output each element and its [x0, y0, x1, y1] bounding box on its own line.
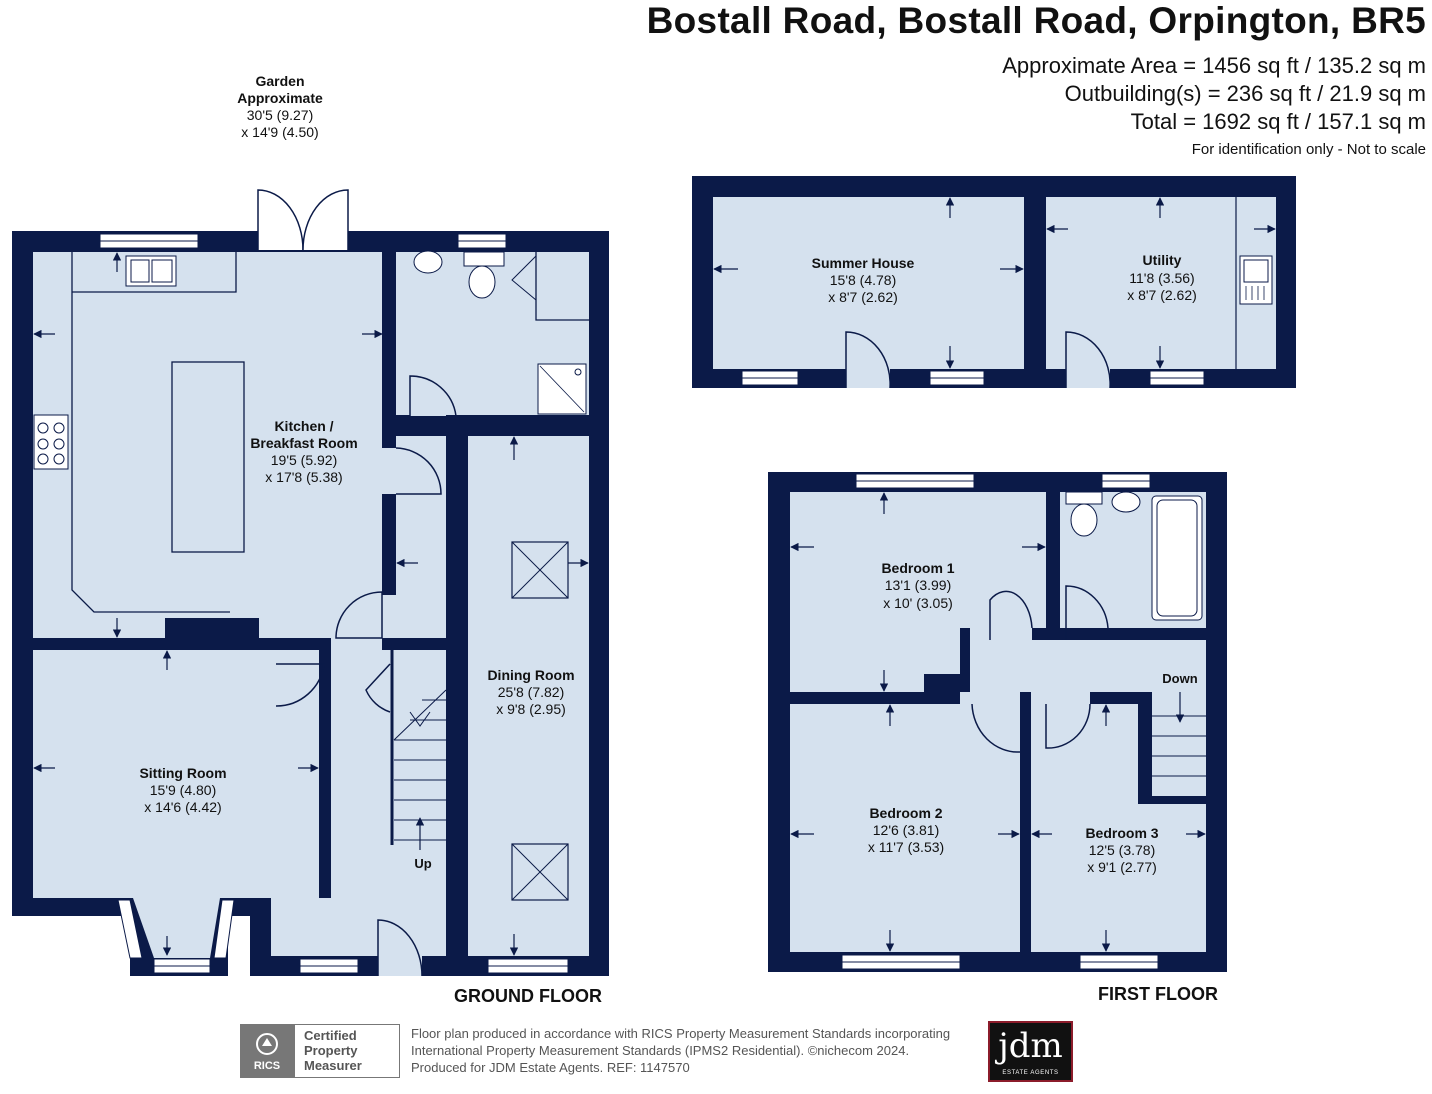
ground-floor-label: GROUND FLOOR [454, 986, 602, 1006]
kitchen-dim-1: 19'5 (5.92) [271, 452, 338, 468]
bedroom-1-label: Bedroom 1 [881, 560, 954, 576]
bedroom-2-dim-2: x 11'7 (3.53) [868, 839, 944, 855]
summer-house-dim-1: 15'8 (4.78) [830, 272, 897, 288]
approximate-area: Approximate Area = 1456 sq ft / 135.2 sq… [1002, 53, 1426, 78]
rics-line-measurer: Measurer [304, 1058, 362, 1073]
garden-dim-1: 30'5 (9.27) [247, 107, 314, 123]
utility-dim-1: 11'8 (3.56) [1129, 270, 1194, 286]
sitting-room-dim-1: 15'9 (4.80) [150, 782, 217, 798]
room-dining [468, 436, 589, 956]
bedroom-1-dim-2: x 10' (3.05) [883, 595, 953, 611]
bedroom-2-dim-1: 12'6 (3.81) [873, 822, 940, 838]
ground-floor-plan [12, 189, 609, 977]
kitchen-dim-2: x 17'8 (5.38) [265, 469, 342, 485]
scale-disclaimer: For identification only - Not to scale [1191, 141, 1426, 158]
footer-line-3: Produced for JDM Estate Agents. REF: 114… [411, 1060, 690, 1075]
bedroom-3-dim-2: x 9'1 (2.77) [1087, 859, 1157, 875]
room-summer-house [713, 197, 1024, 369]
garden-qualifier: Approximate [237, 90, 323, 106]
summer-house-dim-2: x 8'7 (2.62) [828, 289, 898, 305]
jdm-logo: jdm ESTATE AGENTS [988, 1021, 1073, 1082]
stairs-down-label: Down [1162, 671, 1197, 686]
property-title: Bostall Road, Bostall Road, Orpington, B… [646, 0, 1426, 41]
outbuildings-plan [692, 176, 1296, 389]
landing [960, 640, 1206, 704]
rics-line-property: Property [304, 1043, 358, 1058]
outbuilding-area: Outbuilding(s) = 236 sq ft / 21.9 sq m [1064, 81, 1426, 106]
rics-line-certified: Certified [304, 1028, 357, 1043]
footer-disclaimer: Floor plan produced in accordance with R… [411, 1025, 950, 1076]
jdm-logo-sub: ESTATE AGENTS [1002, 1070, 1059, 1076]
bedroom-1-dim-1: 13'1 (3.99) [885, 577, 952, 593]
garden-dim-2: x 14'9 (4.50) [241, 124, 318, 140]
total-area: Total = 1692 sq ft / 157.1 sq m [1130, 109, 1426, 134]
dining-room-dim-1: 25'8 (7.82) [498, 684, 565, 700]
bedroom-3-dim-1: 12'5 (3.78) [1089, 842, 1156, 858]
rics-mark: RICS [254, 1060, 280, 1072]
room-hall [396, 436, 446, 638]
sitting-bay [133, 898, 220, 958]
utility-label: Utility [1143, 252, 1182, 268]
room-bedroom-2 [790, 704, 1020, 952]
footer-line-1: Floor plan produced in accordance with R… [411, 1026, 951, 1041]
garden-label: Garden [255, 73, 304, 89]
sitting-room-dim-2: x 14'6 (4.42) [144, 799, 221, 815]
room-utility [1046, 197, 1276, 369]
dining-room-label: Dining Room [487, 667, 574, 683]
stairs-up-label: Up [414, 856, 431, 871]
utility-dim-2: x 8'7 (2.62) [1127, 287, 1197, 303]
footer-line-2: International Property Measurement Stand… [411, 1043, 910, 1058]
rics-certified-badge: RICS Certified Property Measurer [240, 1023, 401, 1079]
bedroom-3-label: Bedroom 3 [1085, 825, 1158, 841]
bedroom-2-label: Bedroom 2 [869, 805, 942, 821]
first-floor-label: FIRST FLOOR [1098, 984, 1218, 1004]
dining-room-dim-2: x 9'8 (2.95) [496, 701, 566, 717]
kitchen-label-1: Kitchen / [274, 418, 333, 434]
sitting-room-label: Sitting Room [139, 765, 226, 781]
jdm-logo-main: jdm [998, 1026, 1063, 1066]
summer-house-label: Summer House [812, 255, 915, 271]
kitchen-label-2: Breakfast Room [250, 435, 357, 451]
first-floor-plan [768, 472, 1227, 972]
room-kitchen [33, 252, 382, 638]
